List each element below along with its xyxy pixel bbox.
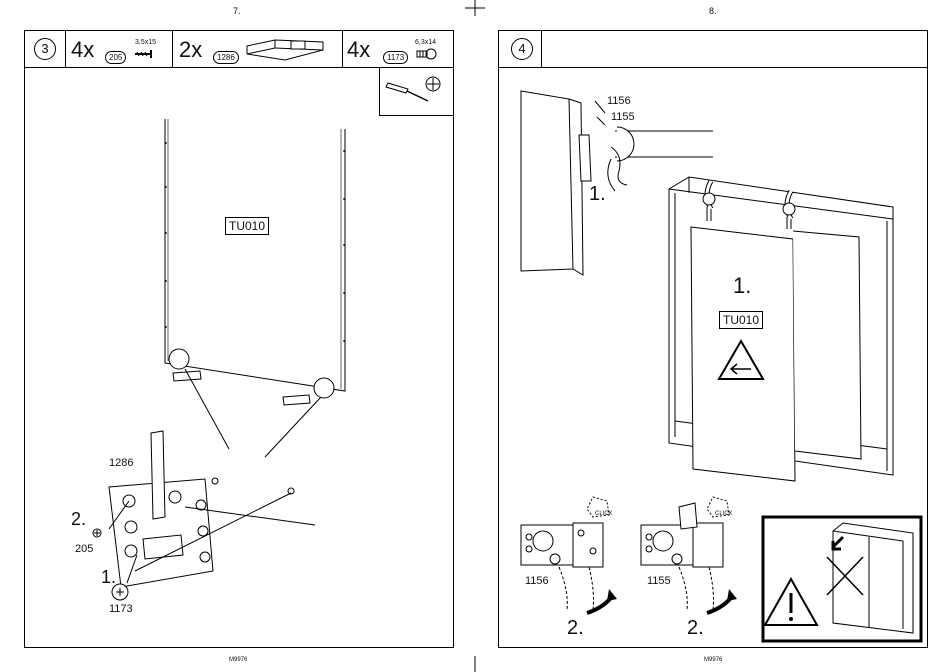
click-badge: CLICK xyxy=(595,511,613,517)
callout-part-1155-detail: 1155 xyxy=(647,575,671,587)
callout-step-1-door: 1. xyxy=(733,273,751,299)
registration-mark-bottom xyxy=(465,656,485,672)
footer-code-left: M9976 xyxy=(229,657,247,663)
callout-part-1156-detail: 1156 xyxy=(525,575,549,587)
callout-part-1155: 1155 xyxy=(611,111,635,123)
callout-step-1: 1. xyxy=(101,567,116,588)
callout-part-205: 205 xyxy=(75,543,93,555)
callout-step-2: 2. xyxy=(71,509,86,530)
footer-code-right: M9976 xyxy=(704,657,722,663)
door-hanging-drawing xyxy=(499,31,927,647)
door-label: TU010 xyxy=(719,311,763,329)
callout-part-1156: 1156 xyxy=(607,95,631,107)
panel-label: TU010 xyxy=(225,217,269,235)
registration-mark-top xyxy=(465,0,485,16)
step-4-panel: 4 xyxy=(498,30,928,648)
step-3-panel: 3 4x 205 3,5x15 2x 1286 4x 1173 6,3x14 xyxy=(24,30,454,648)
callout-step-1-hang: 1. xyxy=(589,183,606,206)
callout-step-2-b: 2. xyxy=(687,617,704,640)
callout-step-2-a: 2. xyxy=(567,617,584,640)
click-badge: CLICK xyxy=(715,511,733,517)
callout-part-1173: 1173 xyxy=(109,603,133,615)
page-number-right: 8. xyxy=(709,6,717,16)
callout-part-1286: 1286 xyxy=(109,457,133,469)
page-number-left: 7. xyxy=(233,6,241,16)
